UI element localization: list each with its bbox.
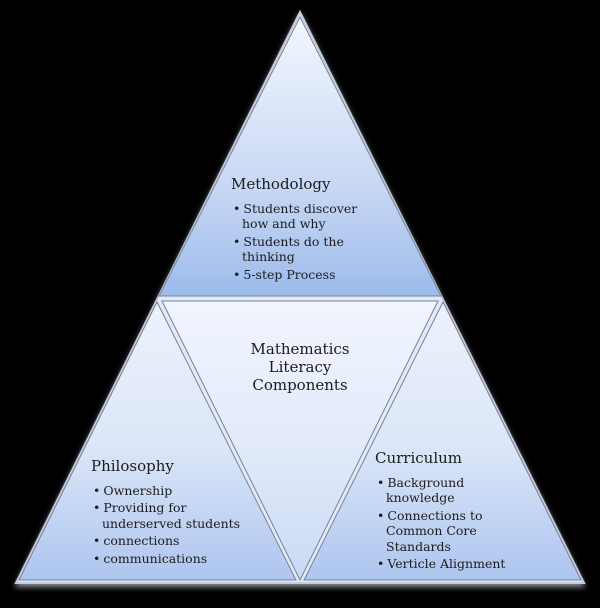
bullet-item: Background knowledge — [377, 475, 533, 506]
bullet-item: 5-step Process — [233, 267, 371, 282]
bullet-item: connections — [93, 533, 259, 548]
bullet-item: Providing for underserved students — [93, 500, 259, 531]
bullet-item: Students do the thinking — [233, 234, 371, 265]
methodology-title: Methodology — [231, 175, 331, 193]
bullet-item: communications — [93, 551, 259, 566]
philosophy-title: Philosophy — [91, 457, 174, 475]
pyramid-center-shape — [161, 300, 439, 582]
section-methodology: Methodology Students discover how and wh… — [231, 175, 371, 284]
bullet-item: Connections to Common Core Standards — [377, 508, 533, 554]
bullet-item: Verticle Alignment — [377, 556, 533, 571]
curriculum-bullet-list: Background knowledge Connections to Comm… — [375, 475, 533, 571]
philosophy-bullet-list: Ownership Providing for underserved stud… — [91, 483, 259, 566]
center-label: Mathematics Literacy Components — [250, 340, 350, 394]
curriculum-title: Curriculum — [375, 449, 463, 467]
bullet-item: Ownership — [93, 483, 259, 498]
bullet-item: Students discover how and why — [233, 201, 371, 232]
methodology-bullet-list: Students discover how and why Students d… — [231, 201, 371, 282]
section-curriculum: Curriculum Background knowledge Connecti… — [375, 449, 533, 573]
section-philosophy: Philosophy Ownership Providing for under… — [91, 457, 259, 568]
